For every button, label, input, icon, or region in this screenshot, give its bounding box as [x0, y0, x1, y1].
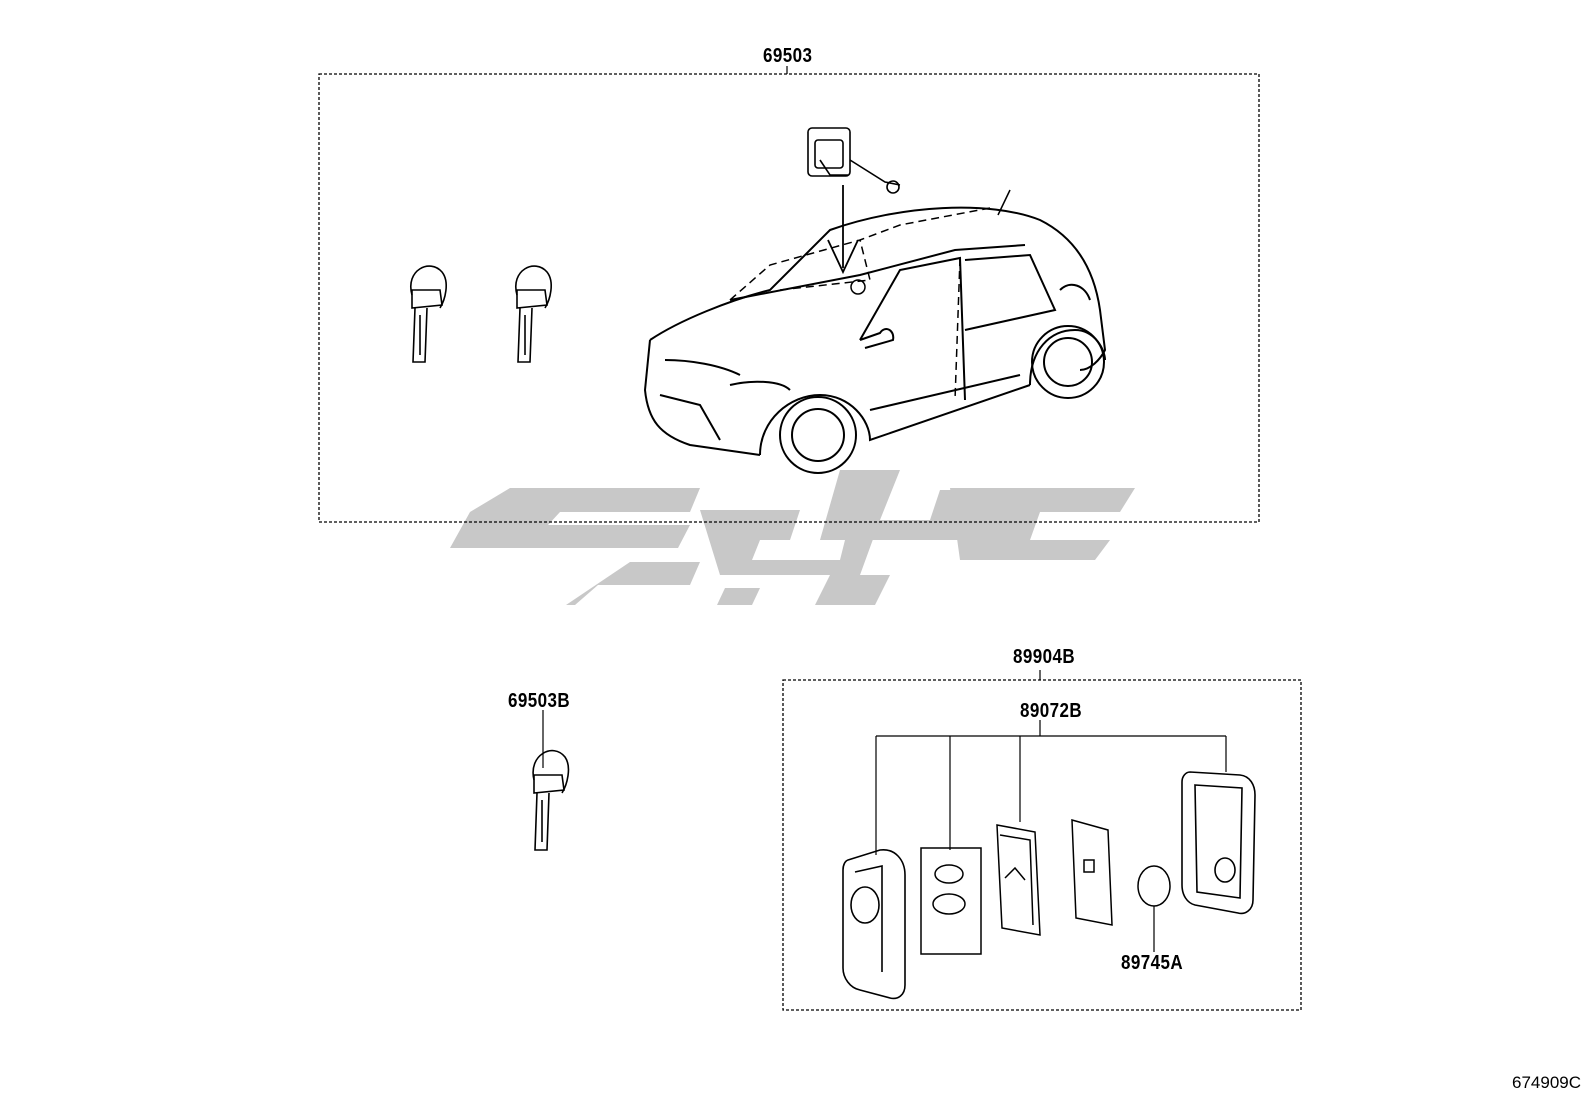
part-label-69503: 69503: [763, 45, 813, 67]
install-arrow: [827, 185, 859, 275]
part-label-89904b: 89904B: [1013, 646, 1076, 668]
watermark-logo: [450, 470, 1135, 605]
remote-assembly-frame: [782, 679, 1302, 1011]
key-illustration-spare: [532, 749, 570, 851]
lock-cylinder-illustration: [807, 127, 901, 194]
part-label-69503b: 69503B: [508, 690, 571, 712]
part-label-89745a: 89745A: [1121, 952, 1184, 974]
button-pad: [932, 864, 966, 915]
parts-bracket-lines: [875, 735, 1227, 855]
main-assembly-frame: [318, 73, 1260, 523]
key-illustration-1: [409, 265, 447, 363]
battery-coin: [1137, 865, 1171, 907]
diagram-code: 674909C: [1512, 1073, 1582, 1092]
circuit-board: [996, 824, 1041, 936]
remote-case-front: [842, 849, 906, 1000]
part-label-89072b: 89072B: [1020, 700, 1083, 722]
key-module: [1071, 819, 1113, 926]
car-windshield-dashed: [729, 207, 991, 401]
remote-case-back: [1181, 771, 1256, 915]
key-illustration-2: [514, 265, 552, 363]
button-pad-box: [920, 847, 982, 955]
car-illustration: [643, 206, 1107, 474]
